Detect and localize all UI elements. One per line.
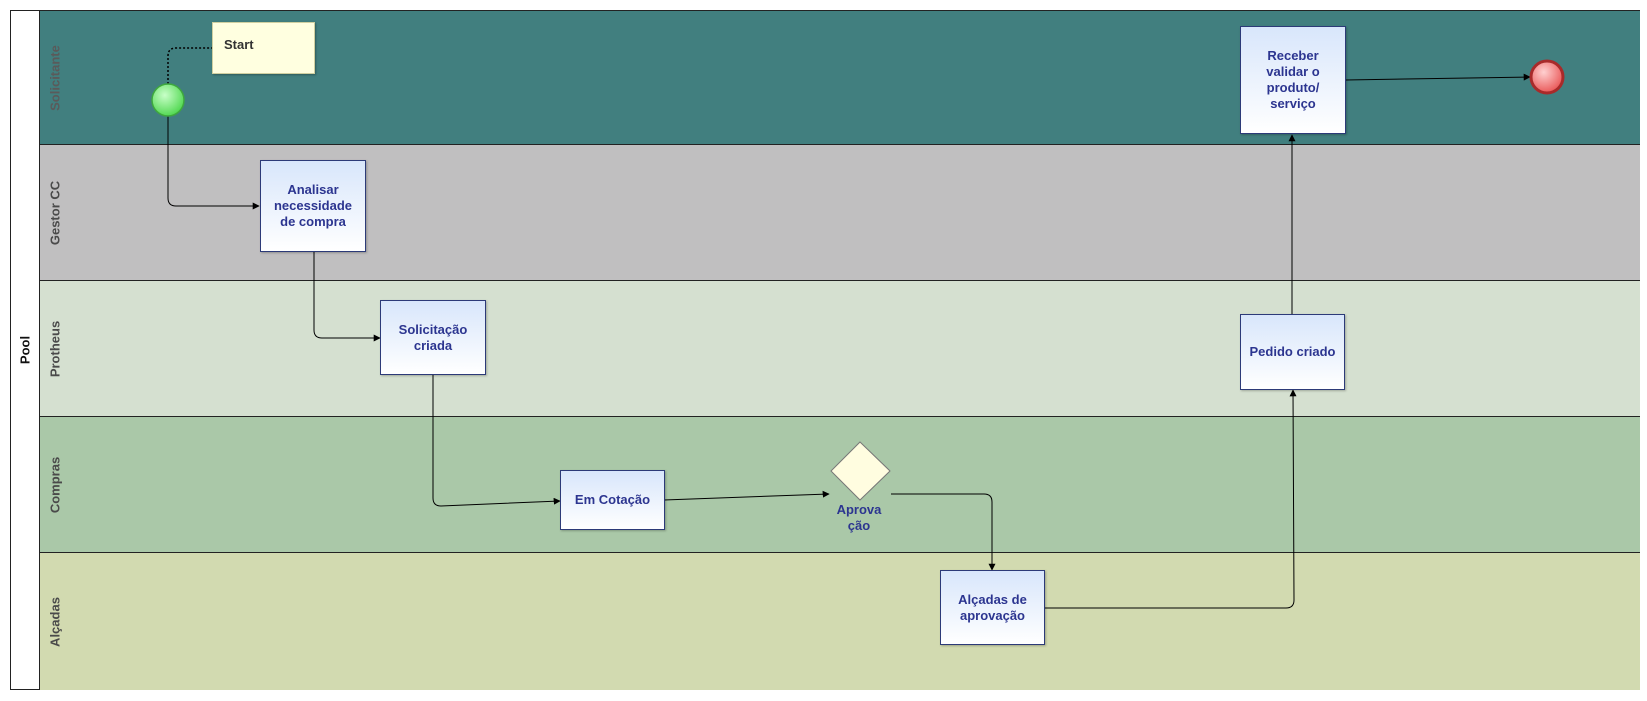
flow-alcadas-to-pedido: [1045, 389, 1297, 609]
start-annotation[interactable]: Start: [212, 22, 315, 74]
task-label: Analisar necessidade de compra: [273, 182, 353, 229]
lane-compras: Compras: [40, 417, 1640, 553]
task-alcadas-aprovacao[interactable]: Alçadas de aprovação: [940, 570, 1045, 645]
task-pedido-criado[interactable]: Pedido criado: [1240, 314, 1345, 390]
task-label: Receber validar o produto/ serviço: [1266, 48, 1320, 111]
annotation-text: Start: [224, 37, 254, 52]
task-receber-validar[interactable]: Receber validar o produto/ serviço: [1240, 26, 1346, 134]
flow-gateway-to-alcadas: [891, 493, 996, 571]
flow-receber-to-end: [1345, 73, 1531, 81]
task-solicitacao-criada[interactable]: Solicitação criada: [380, 300, 486, 375]
lane-protheus: Protheus: [40, 281, 1640, 417]
flow-analisar-to-solicitacao: [313, 252, 381, 342]
task-em-cotacao[interactable]: Em Cotação: [560, 470, 665, 530]
task-label: Solicitação criada: [398, 321, 468, 353]
annotation-association: [167, 47, 212, 84]
approval-gateway[interactable]: [830, 441, 891, 501]
task-label: Em Cotação: [574, 492, 651, 507]
task-label: Pedido criado: [1249, 344, 1336, 359]
flow-solicitacao-to-cotacao: [432, 375, 561, 507]
lane-alcadas: Alçadas: [40, 553, 1640, 690]
start-event[interactable]: [151, 83, 185, 117]
gateway-label: Aprova ção: [836, 502, 882, 533]
task-label: Alçadas de aprovação: [958, 591, 1027, 623]
flow-start-to-analisar: [167, 116, 260, 210]
flow-cotacao-to-gateway: [663, 490, 830, 501]
pool-header: [10, 10, 40, 690]
task-analisar-necessidade[interactable]: Analisar necessidade de compra: [260, 160, 366, 252]
end-event[interactable]: [1529, 59, 1565, 95]
